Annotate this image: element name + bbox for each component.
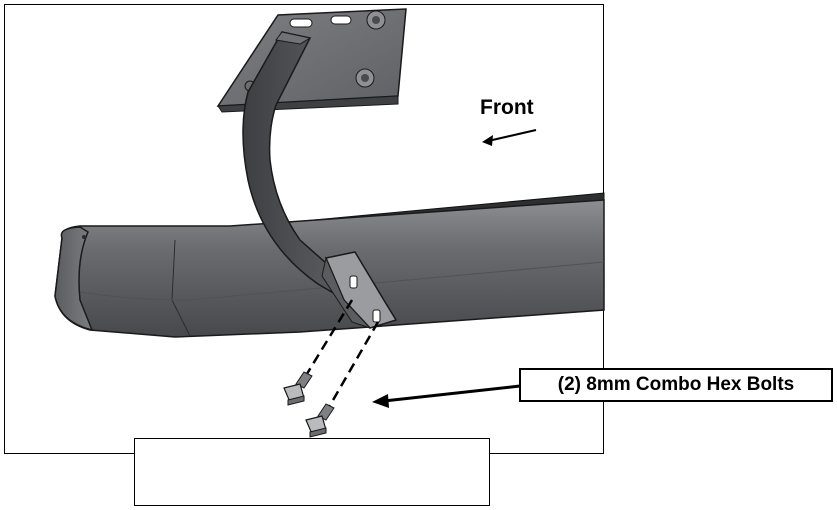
callout-leader-arrow <box>372 384 521 408</box>
plate-nut-2 <box>355 68 375 88</box>
hex-bolt-1 <box>283 371 313 406</box>
front-label: Front <box>480 96 534 119</box>
front-direction-arrow <box>482 129 537 146</box>
tube-end-cap <box>54 226 94 332</box>
caption-box <box>134 438 490 506</box>
bracket-arm <box>242 31 346 300</box>
hex-bolt-2 <box>305 403 335 438</box>
bolt-guide-lines <box>300 299 380 415</box>
plate-nut-1 <box>366 10 386 30</box>
callout-box: (2) 8mm Combo Hex Bolts <box>519 368 833 402</box>
callout-text: (2) 8mm Combo Hex Bolts <box>557 374 795 395</box>
lower-bracket-clamp <box>321 251 398 329</box>
